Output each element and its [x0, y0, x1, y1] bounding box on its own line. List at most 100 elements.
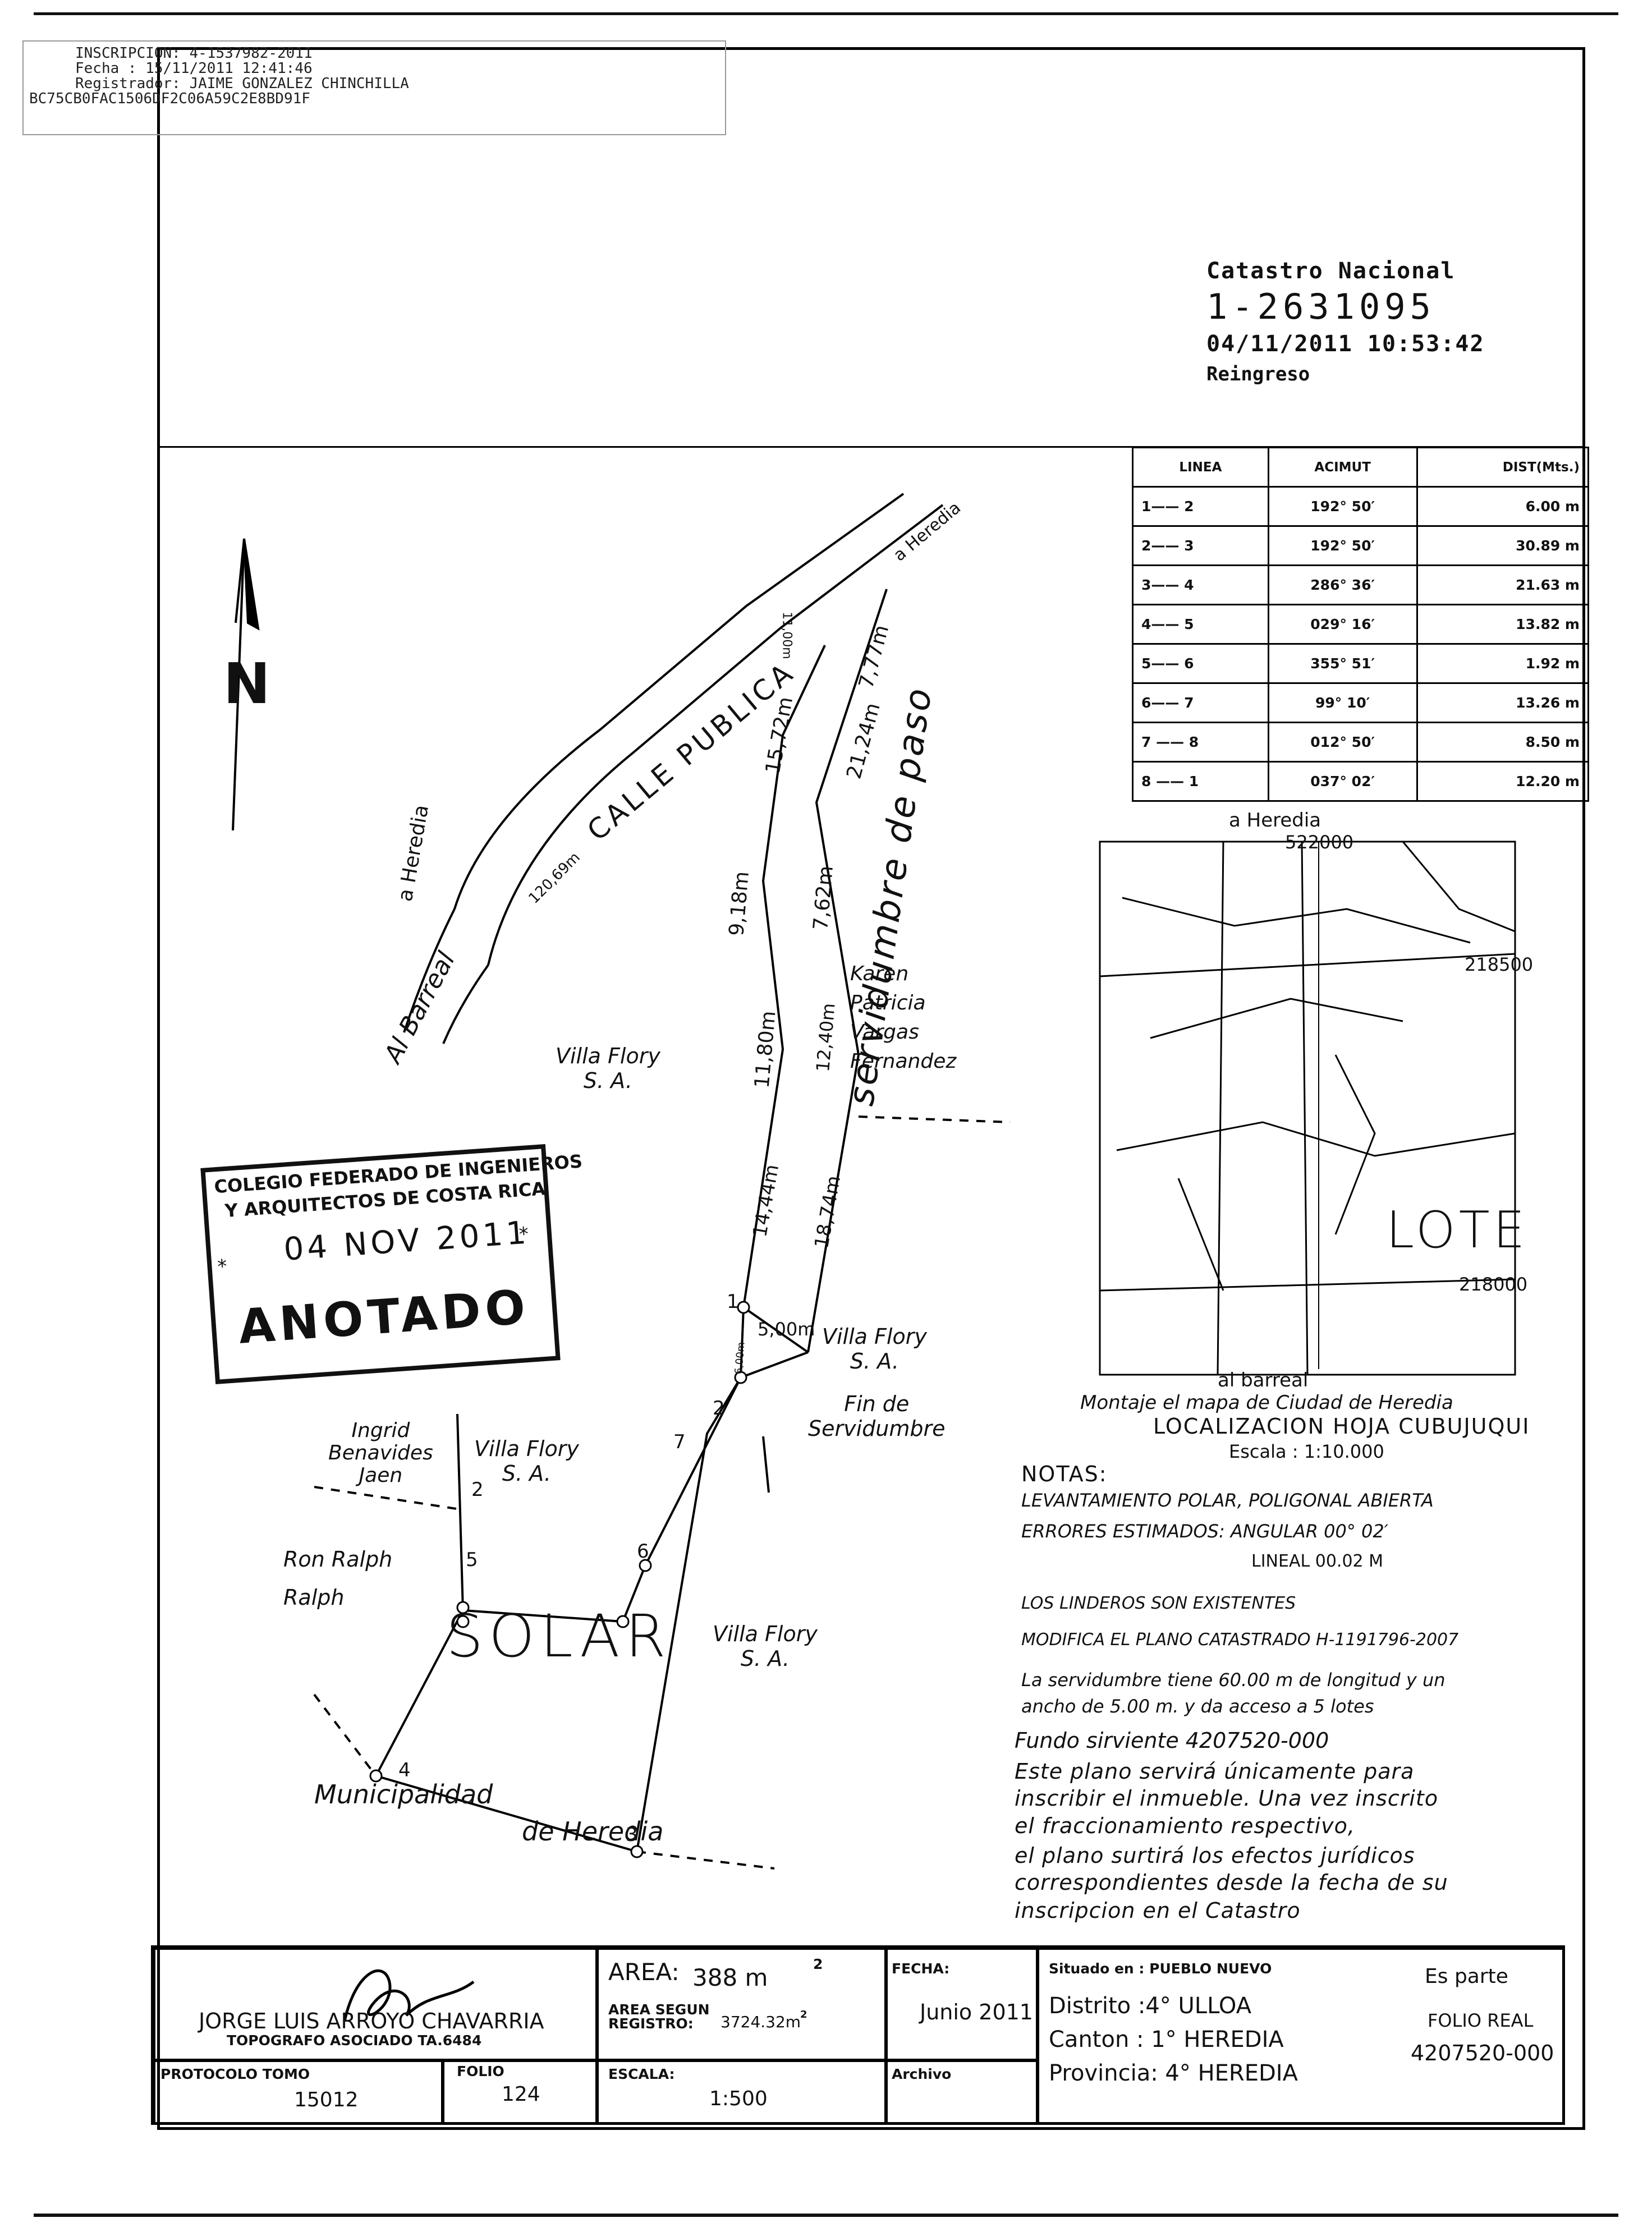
owner-line: S. A.	[583, 1068, 632, 1093]
table-cell: 13.26 m	[1416, 682, 1590, 723]
owner-line: Villa Flory	[822, 1324, 927, 1349]
label-line: Servidumbre	[808, 1416, 946, 1441]
point-label-2: 2	[713, 1397, 725, 1420]
point-label-2b: 2	[471, 1478, 484, 1501]
column-header-dist: DIST(Mts.)	[1416, 447, 1590, 488]
location-bottom-label: al barreal	[1218, 1369, 1309, 1392]
table-cell: 2—— 3	[1132, 525, 1269, 566]
folio-label: FOLIO	[457, 2063, 504, 2079]
note-1: LEVANTAMIENTO POLAR, POLIGONAL ABIERTA	[1021, 1490, 1434, 1511]
note-7: ancho de 5.00 m. y da acceso a 5 lotes	[1021, 1696, 1374, 1717]
area-value: 388 m	[692, 1964, 768, 1991]
stamp-date: 04 NOV 2011	[282, 1214, 531, 1268]
column-header-linea: LINEA	[1132, 447, 1269, 488]
stamp-star-right: *	[518, 1223, 530, 1246]
label-line: Fin de	[844, 1392, 910, 1416]
owner-line: S. A.	[850, 1349, 899, 1374]
owner-line: S. A.	[502, 1461, 551, 1486]
owner-line: S. A.	[740, 1646, 790, 1671]
canton-value: Canton : 1° HEREDIA	[1049, 2027, 1284, 2052]
title-block: JORGE LUIS ARROYO CHAVARRIA TOPOGRAFO AS…	[151, 1945, 1565, 2125]
owner-line: Municipalidad	[314, 1779, 493, 1810]
stamp-status: ANOTADO	[236, 1279, 531, 1354]
owner-line: Fernandez	[850, 1050, 957, 1073]
fecha-cell	[886, 1948, 1038, 2060]
owner-line: Villa Flory	[474, 1436, 579, 1461]
table-cell: 355° 51′	[1267, 643, 1418, 684]
villa-flory-label-3: Villa Flory S. A.	[474, 1436, 579, 1486]
owner-line: Villa Flory	[713, 1622, 818, 1646]
registration-date: Fecha : 15/11/2011 12:41:46	[75, 60, 313, 77]
owner-line: Ralph	[283, 1585, 345, 1610]
catastro-number: 1-2631095	[1206, 286, 1435, 327]
situado-label: Situado en : PUEBLO NUEVO	[1049, 1960, 1272, 1977]
table-cell: 8.50 m	[1416, 722, 1590, 763]
owner-line: Patricia	[850, 991, 926, 1014]
villa-flory-label-4: Villa Flory S. A.	[713, 1622, 818, 1671]
note-9: Este plano servirá únicamente para	[1015, 1759, 1415, 1784]
table-cell: 3—— 4	[1132, 564, 1269, 605]
note-10: inscribir el inmueble. Una vez inscrito	[1015, 1786, 1439, 1811]
area-label: AREA:	[608, 1958, 680, 1986]
note-5: MODIFICA EL PLANO CATASTRADO H-1191796-2…	[1021, 1630, 1459, 1650]
folio-real-label: FOLIO REAL	[1428, 2010, 1534, 2031]
owner-line: Benavides	[328, 1441, 433, 1464]
surveyor-name: JORGE LUIS ARROYO CHAVARRIA	[199, 2009, 544, 2033]
owner-line: Vargas	[850, 1021, 919, 1044]
location-map	[1099, 841, 1516, 1376]
point-label-5: 5	[466, 1549, 478, 1571]
distrito-value: Distrito :4° ULLOA	[1049, 1993, 1252, 2019]
location-top-label: a Heredia	[1229, 809, 1321, 832]
archivo-cell	[886, 2060, 1038, 2125]
street-width-label: 11,00m	[779, 612, 794, 659]
location-coord-x: 522000	[1285, 832, 1354, 853]
villa-flory-label-1: Villa Flory S. A.	[556, 1044, 660, 1093]
area-cell	[597, 1948, 886, 2060]
surveyor-title: TOPOGRAFO ASOCIADO TA.6484	[227, 2032, 482, 2049]
table-cell: 30.89 m	[1416, 525, 1590, 566]
area-registro-label-1: AREA SEGUN	[608, 2001, 710, 2018]
fecha-value: Junio 2011	[920, 2000, 1033, 2024]
table-cell: 12.20 m	[1416, 761, 1590, 802]
es-parte-label: Es parte	[1425, 1965, 1508, 1988]
table-header-row: LINEA ACIMUT DIST(Mts.)	[1132, 447, 1590, 488]
north-label: N	[223, 651, 270, 717]
folio-value: 124	[502, 2083, 540, 2106]
villa-flory-label-2: Villa Flory S. A.	[822, 1324, 927, 1374]
table-cell: 4—— 5	[1132, 604, 1269, 645]
location-coord-y1: 218500	[1465, 954, 1534, 975]
street-outline	[403, 493, 944, 1044]
owner-line: Ingrid	[351, 1419, 410, 1442]
table-cell: 012° 50′	[1267, 722, 1418, 763]
table-cell: 13.82 m	[1416, 604, 1590, 645]
registration-box: INSCRIPCION: 4-1537982-2011 Fecha : 15/1…	[22, 40, 726, 135]
notes-heading: NOTAS:	[1021, 1462, 1108, 1486]
table-cell: 99° 10′	[1267, 682, 1418, 723]
owner-karen-label: Karen Patricia Vargas Fernandez	[850, 959, 956, 1076]
note-8: Fundo sirviente 4207520-000	[1015, 1728, 1329, 1753]
area-registro-label-2: REGISTRO:	[608, 2015, 694, 2032]
surveyor-cell	[154, 1948, 597, 2060]
registration-hash: BC75CB0FAC1506DF2C06A59C2E8BD91F	[29, 90, 310, 107]
lote-label: LOTE	[1386, 1201, 1529, 1260]
point-label-7: 7	[673, 1431, 686, 1453]
location-title: LOCALIZACION HOJA CUBUJUQUI	[1153, 1414, 1530, 1439]
point-label-6: 6	[637, 1540, 649, 1563]
note-11: el fraccionamiento respectivo,	[1015, 1813, 1355, 1838]
owner-line: Villa Flory	[556, 1044, 660, 1068]
catastro-title: Catastro Nacional	[1206, 258, 1456, 284]
table-cell: 5—— 6	[1132, 643, 1269, 684]
escala-label: ESCALA:	[608, 2066, 675, 2082]
header-divider	[157, 446, 1585, 448]
provincia-value: Provincia: 4° HEREDIA	[1049, 2060, 1298, 2086]
area-exponent: 2	[813, 1956, 823, 1972]
note-14: inscripcion en el Catastro	[1015, 1898, 1301, 1923]
location-scale: Escala : 1:10.000	[1229, 1441, 1384, 1462]
owner-line: Jaen	[359, 1464, 403, 1487]
area-registro-exponent: 2	[800, 2009, 807, 2021]
